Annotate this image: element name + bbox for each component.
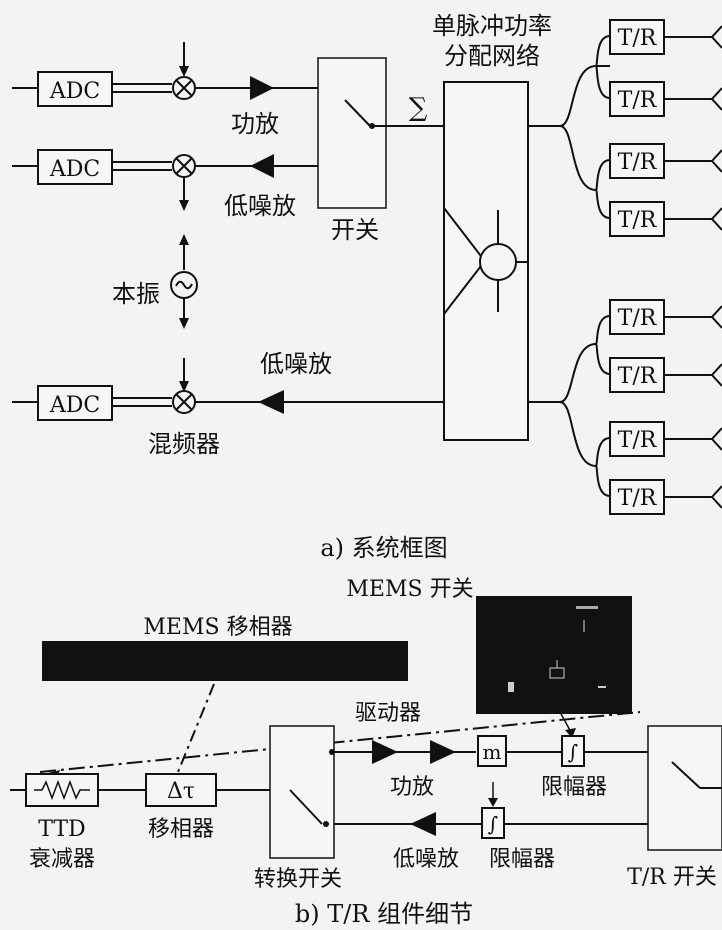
m-label: m xyxy=(483,740,502,764)
lna-label-a2: 低噪放 xyxy=(260,350,332,378)
pa-triangle-a xyxy=(250,76,274,100)
switch-box-a xyxy=(318,58,386,208)
sigma-label: ∑ xyxy=(409,93,428,123)
svg-text:T/R: T/R xyxy=(618,150,658,175)
limiter-label-2: 限幅器 xyxy=(489,847,555,872)
tr-module-7: T/R xyxy=(610,422,722,456)
tr-module-5: T/R xyxy=(610,300,722,334)
tr-module-1: T/R xyxy=(610,20,722,54)
tr-module-6: T/R xyxy=(610,358,722,392)
tr-module-4: T/R xyxy=(610,202,722,236)
delta-tau: Δτ xyxy=(167,779,195,804)
lna-label-a1: 低噪放 xyxy=(224,192,296,220)
lo-label: 本振 xyxy=(112,280,160,308)
lna-triangle-a1 xyxy=(250,154,274,178)
adc-label-3: ADC xyxy=(49,393,100,418)
tr-module-3: T/R xyxy=(610,144,722,178)
mixer-label: 混频器 xyxy=(148,430,220,458)
adc-label-2: ADC xyxy=(49,157,100,182)
ttd-label: TTD xyxy=(38,817,85,842)
mems-switch-label: MEMS 开关 xyxy=(346,577,473,602)
pa-triangle-b1 xyxy=(372,740,398,764)
phase-shifter-label: 移相器 xyxy=(148,817,214,842)
tr-switch-label: T/R 开关 xyxy=(627,865,717,890)
mems-switch-photo xyxy=(476,596,632,714)
caption-b: b) T/R 组件细节 xyxy=(295,900,473,928)
pa-triangle-b2 xyxy=(430,740,456,764)
network-label-2: 分配网络 xyxy=(444,42,540,70)
driver-label: 驱动器 xyxy=(355,701,421,726)
svg-text:T/R: T/R xyxy=(618,364,658,389)
svg-text:T/R: T/R xyxy=(618,486,658,511)
mems-phase-photo xyxy=(42,641,408,681)
svg-text:T/R: T/R xyxy=(618,306,658,331)
limiter-label-1: 限幅器 xyxy=(541,775,607,800)
tr-module-8: T/R xyxy=(610,480,722,514)
svg-text:T/R: T/R xyxy=(618,428,658,453)
network-label-1: 单脉冲功率 xyxy=(432,12,552,40)
lna-label-b: 低噪放 xyxy=(393,847,459,872)
attenuator-label: 衰减器 xyxy=(29,847,95,872)
transfer-switch-box xyxy=(270,726,334,858)
lna-triangle-b xyxy=(410,812,436,836)
svg-text:T/R: T/R xyxy=(618,26,658,51)
limiter-sym-1: ∫ xyxy=(568,740,578,764)
adc-label-1: ADC xyxy=(49,79,100,104)
svg-text:T/R: T/R xyxy=(618,88,658,113)
caption-a: a) 系统框图 xyxy=(320,534,447,562)
switch-label-a: 开关 xyxy=(331,216,379,244)
svg-text:T/R: T/R xyxy=(618,208,658,233)
tr-module-2: T/R xyxy=(610,82,722,116)
limiter-sym-2: ∫ xyxy=(488,812,498,836)
mems-phase-label: MEMS 移相器 xyxy=(143,615,292,640)
transfer-switch-label: 转换开关 xyxy=(254,867,342,892)
pa-label-a: 功放 xyxy=(231,110,279,138)
lna-triangle-a2 xyxy=(258,390,284,414)
pa-label-b: 功放 xyxy=(390,775,434,800)
